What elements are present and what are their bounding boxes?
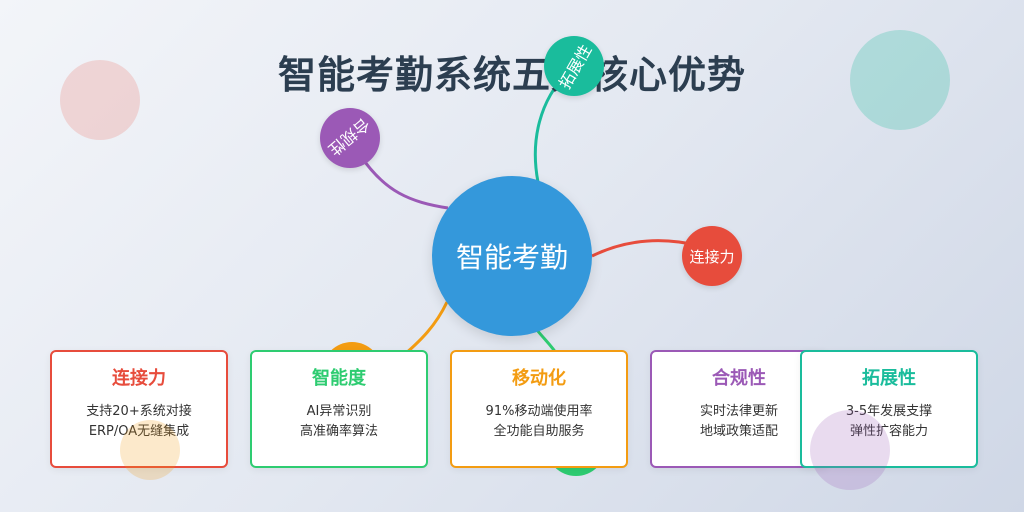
card-line: 弹性扩容能力 bbox=[849, 424, 928, 439]
card-line: 高准确率算法 bbox=[299, 424, 378, 439]
connector-compliance bbox=[358, 154, 449, 210]
card-line: 91%移动端使用率 bbox=[485, 404, 593, 419]
card-line: 3-5年发展支撑 bbox=[845, 404, 933, 419]
center-node: 智能考勤 bbox=[432, 176, 592, 336]
center-node-label: 智能考勤 bbox=[455, 241, 568, 274]
card-mobile: 移动化 91%移动端使用率 全功能自助服务 bbox=[450, 350, 628, 468]
node-compliance-label: 合规性 bbox=[324, 114, 374, 160]
card-title: 拓展性 bbox=[862, 368, 916, 389]
card-line: 地域政策适配 bbox=[699, 424, 778, 439]
card-title: 智能度 bbox=[312, 368, 366, 389]
node-connect-label: 连接力 bbox=[689, 247, 735, 266]
decor-circle-teal bbox=[850, 30, 950, 130]
decor-circle-pink bbox=[60, 60, 140, 140]
card-expand: 拓展性 3-5年发展支撑 弹性扩容能力 bbox=[800, 350, 978, 468]
node-expand-label: 拓展性 bbox=[555, 41, 596, 93]
card-title: 合规性 bbox=[712, 368, 766, 389]
card-connect: 连接力 支持20+系统对接 ERP/OA无缝集成 bbox=[50, 350, 228, 468]
card-compliance: 合规性 实时法律更新 地域政策适配 bbox=[650, 350, 828, 468]
card-title: 移动化 bbox=[512, 368, 566, 389]
card-line: AI异常识别 bbox=[306, 404, 372, 419]
page-title: 智能考勤系统五大核心优势 bbox=[277, 53, 746, 97]
node-connect: 连接力 bbox=[682, 226, 742, 286]
card-smart: 智能度 AI异常识别 高准确率算法 bbox=[250, 350, 428, 468]
node-compliance: 合规性 bbox=[320, 108, 380, 168]
card-line: 实时法律更新 bbox=[699, 404, 778, 419]
card-line: ERP/OA无缝集成 bbox=[88, 424, 190, 439]
card-line: 全功能自助服务 bbox=[493, 424, 585, 439]
card-line: 支持20+系统对接 bbox=[86, 404, 192, 419]
node-expand: 拓展性 bbox=[544, 36, 604, 96]
card-title: 连接力 bbox=[112, 368, 166, 389]
